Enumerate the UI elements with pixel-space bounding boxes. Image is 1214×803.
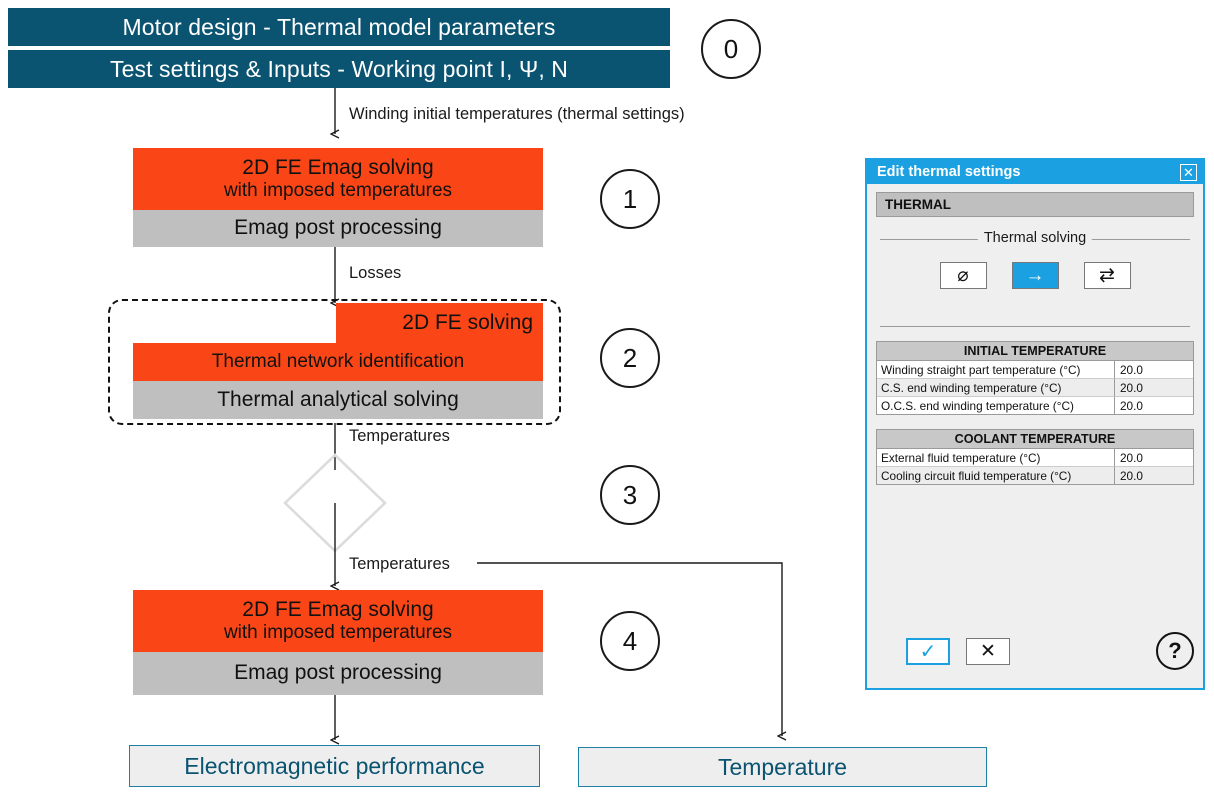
- row-label: Cooling circuit fluid temperature (°C): [877, 467, 1115, 484]
- edit-thermal-settings-dialog: Edit thermal settings ✕ THERMAL Thermal …: [865, 158, 1205, 690]
- section-header-thermal: THERMAL: [876, 192, 1194, 217]
- help-button[interactable]: ?: [1156, 632, 1194, 670]
- fieldset-rule-bottom: [880, 326, 1190, 327]
- row-value[interactable]: 20.0: [1115, 361, 1193, 379]
- iterative-solving-button[interactable]: ⇄: [1083, 262, 1131, 289]
- step4-emag-solving-block: 2D FE Emag solving with imposed temperat…: [133, 590, 543, 652]
- step1-emag-solving-block: 2D FE Emag solving with imposed temperat…: [133, 148, 543, 210]
- step1-line1: 2D FE Emag solving: [242, 155, 434, 179]
- initial-temperature-table-title: INITIAL TEMPERATURE: [877, 342, 1193, 361]
- row-value[interactable]: 20.0: [1115, 467, 1193, 484]
- fieldset-legend: Thermal solving: [977, 230, 1093, 246]
- dialog-footer: ✓ ✕ ?: [876, 632, 1194, 670]
- step2-thermal-network-identification-block: Thermal network identification: [133, 343, 543, 381]
- step4-post-label: Emag post processing: [234, 661, 442, 685]
- edge-label-losses: Losses: [349, 264, 402, 282]
- step4-line1: 2D FE Emag solving: [242, 597, 434, 621]
- dialog-title-text: Edit thermal settings: [877, 164, 1021, 180]
- step-circle-0: 0: [701, 19, 761, 79]
- step-circle-4: 4: [600, 611, 660, 671]
- right-arrow-icon: →: [1025, 264, 1045, 286]
- header-bar-motor-design-label: Motor design - Thermal model parameters: [122, 13, 556, 40]
- header-bar-test-settings: Test settings & Inputs - Working point I…: [8, 50, 670, 88]
- step-circle-1-label: 1: [622, 183, 638, 214]
- table-row[interactable]: External fluid temperature (°C) 20.0: [877, 449, 1193, 467]
- step-circle-3-label: 3: [622, 479, 638, 510]
- initial-temperature-table: INITIAL TEMPERATURE Winding straight par…: [876, 341, 1194, 415]
- row-label: Winding straight part temperature (°C): [877, 361, 1115, 379]
- result-box-electromagnetic-performance: Electromagnetic performance: [129, 745, 540, 787]
- step-circle-0-label: 0: [723, 33, 739, 64]
- ok-button[interactable]: ✓: [906, 637, 950, 665]
- result-label-em-performance: Electromagnetic performance: [184, 752, 485, 779]
- step-circle-4-label: 4: [622, 625, 638, 656]
- step1-post-label: Emag post processing: [234, 216, 442, 240]
- bidirectional-arrow-icon: ⇄: [1099, 265, 1115, 286]
- step2-dashed-group: [108, 299, 561, 425]
- row-value[interactable]: 20.0: [1115, 449, 1193, 467]
- step2-top-label: 2D FE solving: [402, 310, 533, 334]
- step-circle-3: 3: [600, 465, 660, 525]
- step4-line2: with imposed temperatures: [223, 622, 453, 644]
- table-row[interactable]: C.S. end winding temperature (°C) 20.0: [877, 379, 1193, 397]
- step-circle-2: 2: [600, 328, 660, 388]
- table-row[interactable]: O.C.S. end winding temperature (°C) 20.0: [877, 397, 1193, 414]
- result-label-temperature: Temperature: [717, 753, 848, 780]
- row-value[interactable]: 20.0: [1115, 397, 1193, 414]
- step-circle-2-label: 2: [622, 342, 638, 373]
- check-icon: ✓: [919, 640, 937, 663]
- row-label: C.S. end winding temperature (°C): [877, 379, 1115, 397]
- thermal-solving-fieldset: Thermal solving ⌀ → ⇄: [876, 230, 1194, 327]
- dialog-title-bar[interactable]: Edit thermal settings ✕: [867, 160, 1203, 184]
- row-label: O.C.S. end winding temperature (°C): [877, 397, 1115, 414]
- one-way-solving-button[interactable]: →: [1011, 262, 1059, 289]
- thermal-solving-mode-buttons: ⌀ → ⇄: [876, 262, 1194, 289]
- cancel-button[interactable]: ✕: [966, 637, 1010, 665]
- coolant-temperature-table-title: COOLANT TEMPERATURE: [877, 430, 1193, 449]
- empty-set-icon: ⌀: [957, 265, 969, 286]
- step1-emag-post-processing-block: Emag post processing: [133, 210, 543, 247]
- step2-bottom-label: Thermal analytical solving: [217, 387, 459, 411]
- step4-emag-post-processing-block: Emag post processing: [133, 652, 543, 695]
- result-box-temperature: Temperature: [578, 747, 987, 787]
- step-circle-1: 1: [600, 169, 660, 229]
- table-row[interactable]: Cooling circuit fluid temperature (°C) 2…: [877, 467, 1193, 484]
- step2-2d-fe-solving-block: 2D FE solving: [336, 303, 543, 343]
- step1-line2: with imposed temperatures: [223, 180, 453, 202]
- cross-icon: ✕: [980, 640, 996, 662]
- row-value[interactable]: 20.0: [1115, 379, 1193, 397]
- step2-thermal-analytical-solving-block: Thermal analytical solving: [133, 381, 543, 419]
- dialog-body: THERMAL Thermal solving ⌀ → ⇄: [867, 184, 1203, 485]
- edge-label-winding-initial-temperatures: Winding initial temperatures (thermal se…: [349, 105, 685, 123]
- coolant-temperature-table: COOLANT TEMPERATURE External fluid tempe…: [876, 429, 1194, 485]
- table-row[interactable]: Winding straight part temperature (°C) 2…: [877, 361, 1193, 379]
- step2-middle-label: Thermal network identification: [211, 350, 465, 372]
- row-label: External fluid temperature (°C): [877, 449, 1115, 467]
- header-bar-motor-design: Motor design - Thermal model parameters: [8, 8, 670, 46]
- edge-label-temperatures-2: Temperatures: [349, 555, 450, 573]
- no-thermal-solving-button[interactable]: ⌀: [939, 262, 987, 289]
- close-icon[interactable]: ✕: [1180, 163, 1197, 181]
- header-bar-test-settings-label: Test settings & Inputs - Working point I…: [109, 55, 569, 82]
- question-mark-icon: ?: [1168, 638, 1182, 663]
- edge-label-temperatures-1: Temperatures: [349, 427, 450, 445]
